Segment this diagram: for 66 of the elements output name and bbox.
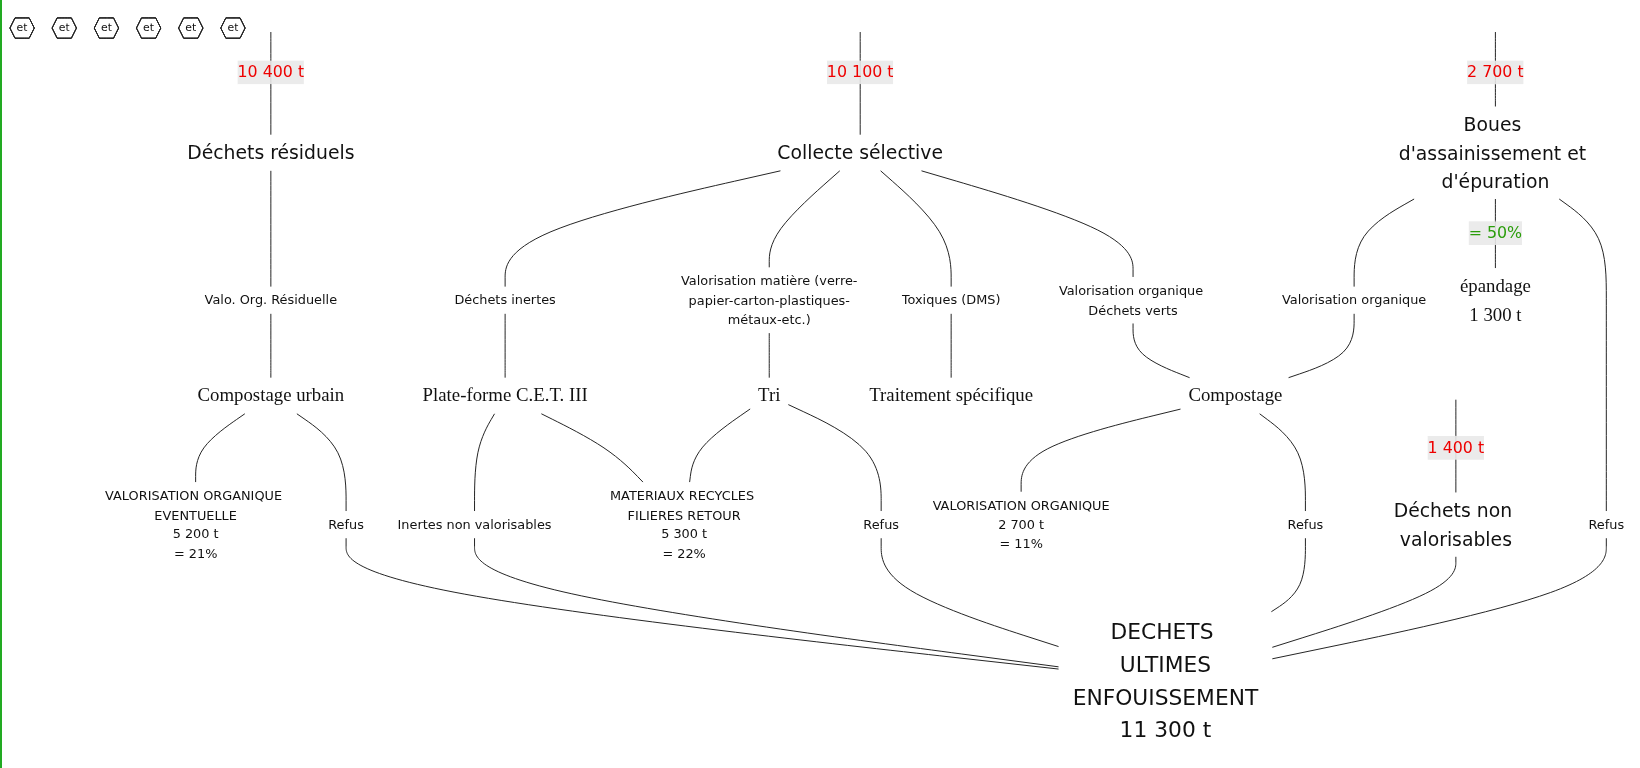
node-label: 5 200 t — [172, 526, 219, 542]
node-label: ENFOUISSEMENT — [1072, 684, 1259, 710]
connector — [504, 170, 781, 287]
connector — [950, 313, 952, 379]
node-text: Compostage — [1188, 384, 1283, 406]
node-text: VALORISATION ORGANIQUE — [932, 497, 1110, 513]
connector — [768, 332, 770, 379]
connector — [880, 170, 952, 287]
node-text: Compostage urbain — [197, 384, 345, 406]
connector — [689, 408, 751, 483]
node-text: DECHETS ULTIMES — [1110, 619, 1214, 677]
edge-label: 2 700 t — [1467, 62, 1524, 82]
node-label: 1 300 t — [1469, 303, 1522, 324]
edge-label: 10 400 t — [237, 62, 305, 82]
connector — [540, 413, 644, 483]
connector — [270, 313, 272, 379]
node-text: Valo. Org. Résiduelle — [204, 292, 338, 308]
node-text: épandage — [1459, 274, 1531, 296]
node-text: Collecte sélective — [777, 141, 944, 164]
connector — [1271, 537, 1607, 660]
connector — [1020, 408, 1181, 493]
connector — [921, 170, 1134, 278]
node-text: Plate-forme C.E.T. III — [422, 384, 588, 406]
node-text: MATERIAUX RECYCLES FILIERES RETOUR — [609, 487, 755, 523]
node-text: Tri — [758, 384, 781, 406]
connector — [1270, 537, 1306, 613]
connector — [1353, 198, 1415, 287]
connector — [474, 537, 1060, 668]
connector — [1288, 313, 1355, 379]
connector — [1132, 322, 1191, 379]
connector — [768, 170, 841, 268]
connector — [1558, 198, 1607, 512]
node-text: Valorisation matière (verre-papier-carton-plastiques-métaux-etc.) — [681, 273, 858, 327]
edge-label: 10 100 t — [826, 62, 894, 82]
node-text: Refus — [1588, 516, 1625, 532]
node-text: Refus — [863, 516, 899, 532]
node-text: Refus — [1287, 516, 1324, 532]
edge-label: 1 400 t — [1427, 437, 1485, 457]
connector — [880, 537, 1060, 647]
node-text: Traitement spécifique — [869, 384, 1034, 406]
node-text: Refus — [328, 516, 364, 532]
node-text: Valorisation organique Déchets verts — [1058, 282, 1204, 317]
node-label: 11 300 t — [1119, 717, 1212, 743]
connector — [787, 404, 882, 512]
node-text: Déchets résiduels — [187, 141, 355, 164]
node-text: Déchets inertes — [454, 292, 556, 308]
node-label: = 11% — [999, 536, 1043, 552]
node-text: Inertes non valorisables — [397, 516, 552, 532]
connector — [504, 313, 506, 379]
connector — [195, 413, 246, 483]
node-label: = 22% — [662, 545, 706, 561]
node-label: 5 300 t — [661, 526, 708, 542]
connector — [270, 170, 272, 287]
edge-label: = 50% — [1468, 223, 1523, 242]
node-text: Toxiques (DMS) — [901, 292, 1001, 308]
connector — [345, 537, 1060, 670]
connector — [1271, 556, 1457, 648]
connector — [296, 413, 347, 512]
node-text: Déchets non valorisables — [1393, 499, 1513, 550]
node-text: Valorisation organique — [1281, 292, 1427, 308]
connector — [474, 413, 496, 512]
node-text: Boues d'assainissement et d'épuration — [1398, 113, 1587, 192]
node-label: 2 700 t — [998, 516, 1045, 532]
node-text: VALORISATION ORGANIQUE EVENTUELLE — [105, 487, 283, 523]
connector — [1259, 413, 1306, 512]
node-label: = 21% — [173, 545, 218, 561]
